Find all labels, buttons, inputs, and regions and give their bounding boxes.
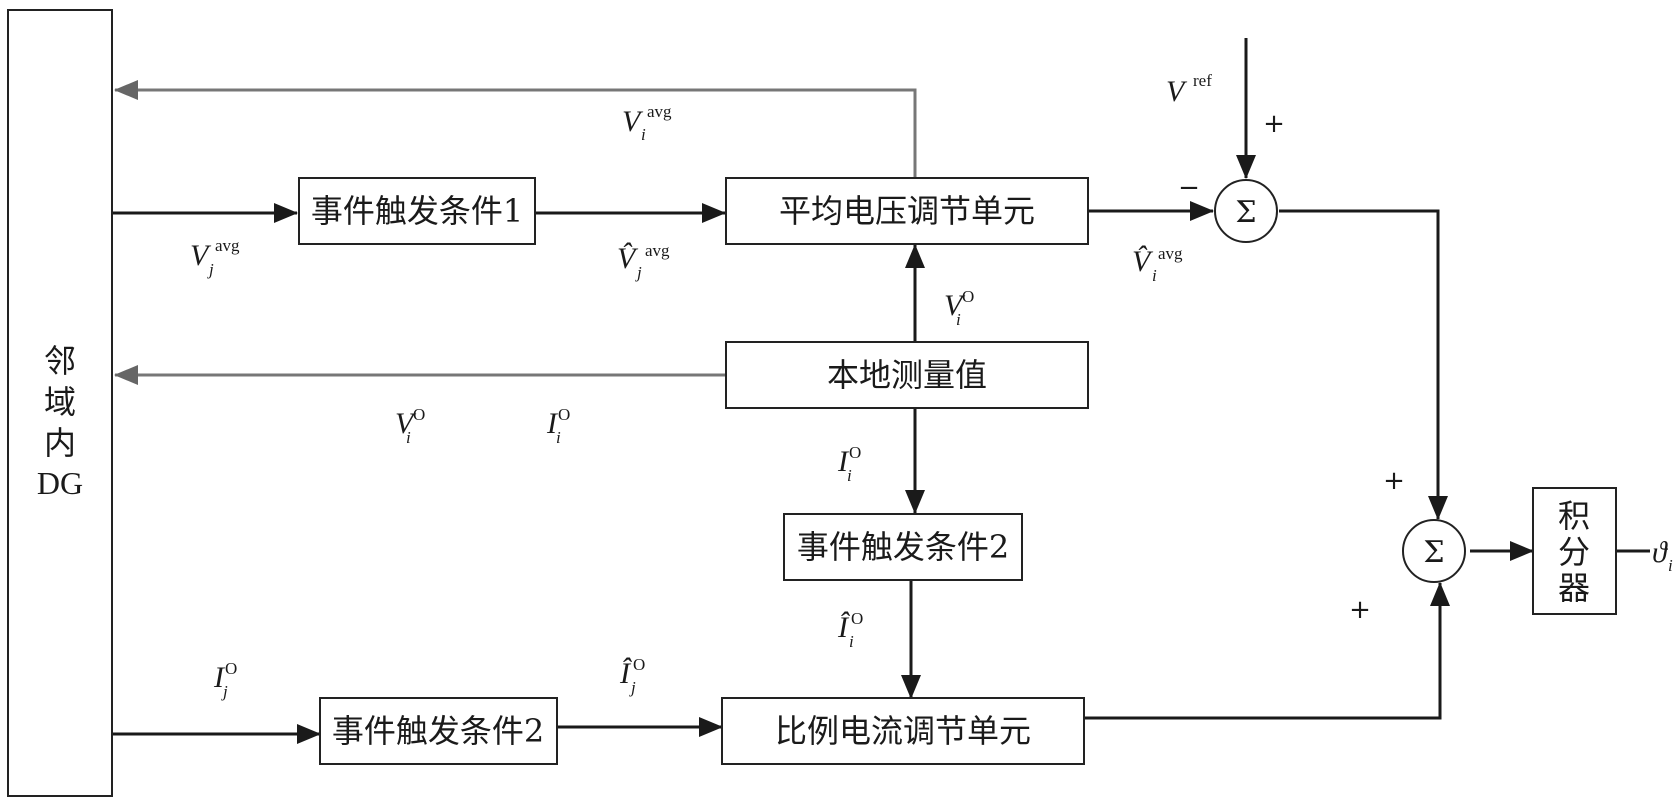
- svg-text:i: i: [956, 310, 961, 329]
- neighbor-dg-line-1: 邻: [44, 342, 76, 380]
- svg-text:V: V: [395, 407, 417, 440]
- svg-text:i: i: [847, 466, 852, 485]
- neighbor-dg-block: 邻 域 内 DG: [7, 9, 113, 797]
- summer-2-symbol: Σ: [1423, 535, 1444, 570]
- label-ij-o-hat: Î O j: [619, 655, 645, 697]
- event-trigger-2-mid-block: 事件触发条件2: [783, 513, 1023, 581]
- label-vj-avg: V avg j: [190, 236, 240, 279]
- integrator-line-3: 器: [1558, 569, 1590, 607]
- summer-2: Σ: [1402, 519, 1466, 583]
- svg-text:O: O: [413, 405, 425, 424]
- svg-text:V: V: [944, 289, 966, 322]
- event-trigger-2-bottom-block: 事件触发条件2: [319, 697, 558, 765]
- label-theta-i: ϑ i: [1652, 536, 1673, 575]
- avg-voltage-unit-label: 平均电压调节单元: [779, 192, 1035, 230]
- svg-text:j: j: [635, 263, 642, 282]
- svg-text:V̂: V̂: [1132, 245, 1154, 278]
- summer-1-symbol: Σ: [1235, 195, 1256, 230]
- prop-current-unit-label: 比例电流调节单元: [775, 712, 1031, 750]
- label-vi-o-left: V O i: [395, 405, 425, 447]
- line-prop-to-sum2: [1085, 582, 1450, 720]
- svg-text:O: O: [633, 655, 645, 674]
- svg-text:j: j: [221, 682, 228, 701]
- svg-text:ϑ: ϑ: [1652, 536, 1669, 569]
- label-ii-o-down: I O i: [837, 443, 861, 485]
- svg-text:ref: ref: [1193, 71, 1212, 90]
- integrator-line-1: 积: [1558, 497, 1590, 535]
- line-sum1-to-sum2: [1279, 209, 1448, 520]
- avg-voltage-unit-block: 平均电压调节单元: [725, 177, 1089, 245]
- svg-text:avg: avg: [215, 236, 240, 255]
- svg-text:V: V: [622, 105, 644, 138]
- svg-text:O: O: [962, 287, 974, 306]
- svg-text:i: i: [641, 125, 646, 144]
- sign-lower-plus: +: [1349, 595, 1371, 625]
- svg-text:O: O: [558, 405, 570, 424]
- svg-text:avg: avg: [1158, 244, 1183, 263]
- neighbor-dg-line-2: 域: [44, 383, 76, 421]
- neighbor-dg-line-3: 内: [44, 424, 76, 462]
- event-trigger-2-bottom-label: 事件触发条件2: [332, 712, 544, 750]
- sign-avg-minus: −: [1178, 173, 1200, 203]
- svg-text:j: j: [629, 678, 636, 697]
- label-vi-o-up: V O i: [944, 287, 974, 329]
- svg-text:I: I: [837, 445, 850, 478]
- label-ii-o-left: I O i: [546, 405, 570, 447]
- svg-text:j: j: [207, 260, 214, 279]
- integrator-block: 积 分 器: [1532, 487, 1617, 615]
- svg-text:i: i: [406, 428, 411, 447]
- label-ii-o-hat: Î O i: [837, 609, 863, 651]
- summer-1: Σ: [1214, 179, 1278, 243]
- sign-ref-plus: +: [1263, 109, 1285, 139]
- svg-text:i: i: [1668, 556, 1673, 575]
- event-trigger-1-label: 事件触发条件1: [311, 192, 523, 230]
- svg-text:i: i: [556, 428, 561, 447]
- label-ij-o: I O j: [213, 659, 237, 701]
- svg-text:avg: avg: [647, 102, 672, 121]
- svg-text:i: i: [1152, 266, 1157, 285]
- prop-current-unit-block: 比例电流调节单元: [721, 697, 1085, 765]
- sign-upper-plus: +: [1383, 466, 1405, 496]
- svg-text:O: O: [849, 443, 861, 462]
- event-trigger-1-block: 事件触发条件1: [298, 177, 536, 245]
- svg-text:i: i: [849, 632, 854, 651]
- local-measurement-block: 本地测量值: [725, 341, 1089, 409]
- svg-text:I: I: [546, 407, 559, 440]
- svg-text:avg: avg: [645, 241, 670, 260]
- svg-text:I: I: [213, 661, 226, 694]
- label-vi-avg-hat: V̂ avg i: [1132, 244, 1183, 285]
- neighbor-dg-line-4: DG: [37, 465, 83, 501]
- svg-text:Î: Î: [837, 611, 850, 644]
- svg-text:Î: Î: [619, 657, 632, 690]
- feedback-line-avg: [114, 80, 917, 178]
- label-vref: V ref: [1166, 71, 1212, 108]
- label-vi-avg-top: V avg i: [622, 102, 672, 144]
- label-vj-avg-hat: V̂ avg j: [617, 241, 670, 282]
- svg-text:O: O: [225, 659, 237, 678]
- svg-text:V̂: V̂: [617, 242, 639, 275]
- local-measurement-label: 本地测量值: [827, 356, 987, 394]
- svg-text:V: V: [1166, 75, 1188, 108]
- svg-text:O: O: [851, 609, 863, 628]
- integrator-line-2: 分: [1558, 533, 1590, 571]
- event-trigger-2-mid-label: 事件触发条件2: [797, 528, 1009, 566]
- svg-text:V: V: [190, 239, 212, 272]
